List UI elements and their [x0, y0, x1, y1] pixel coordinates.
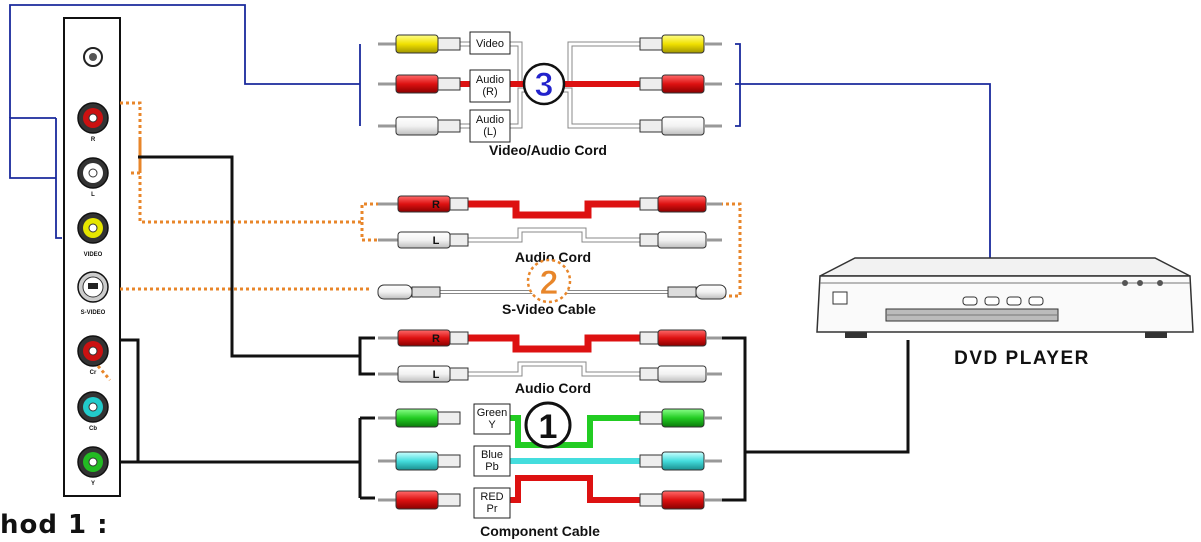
av-input-panel: R L VIDEO S-VIDEO Cr: [63, 17, 121, 497]
plug-audio2-r-left: R: [378, 329, 469, 347]
plug-cyan-right: [639, 451, 722, 471]
wire-blue-method3: [9, 4, 991, 260]
jack-cr: Cr: [77, 335, 109, 376]
plug-red-comp-right: [639, 490, 722, 510]
plug-audio2-l-right: [639, 365, 722, 383]
video-audio-cord-title: Video/Audio Cord: [489, 142, 607, 158]
badge-3: 3: [522, 62, 566, 106]
method-heading: hod 1 :: [0, 510, 109, 540]
badge-2-text: 2: [540, 264, 559, 302]
component-cable-title: Component Cable: [480, 523, 600, 539]
jack-label-l: L: [91, 192, 95, 198]
plug-red-right: [639, 74, 722, 94]
tag-video-text: Video: [476, 38, 504, 50]
jack-label-y: Y: [91, 481, 95, 487]
jack-cb: Cb: [77, 391, 109, 432]
jack-svideo: S-VIDEO: [77, 271, 109, 316]
tag-video: Video: [469, 31, 511, 55]
plug-cyan-left: [378, 451, 461, 471]
plug-yellow-left: [378, 34, 461, 54]
tag-audio-l: Audio(L): [469, 109, 511, 143]
wire-black-method1: [120, 155, 910, 502]
coax-jack: [83, 47, 103, 67]
plug-green-right: [639, 408, 722, 428]
svideo-cable: 2 S-Video Cable: [377, 258, 727, 317]
wire-orange-method2: [96, 101, 742, 381]
audio-cord-top-title: Audio Cord: [515, 249, 591, 265]
plug-audio2-l-label: L: [433, 369, 440, 381]
badge-1-text: 1: [539, 408, 558, 446]
video-audio-cord: Video Audio(R) Audio(L) 3 Video/Audio Co…: [378, 31, 722, 158]
dvd-player-label: DVD PLAYER: [954, 348, 1090, 369]
audio-cord-bottom: R L Audio Cord: [378, 329, 722, 396]
plug-audio-r-right: [639, 195, 722, 213]
audio-cord-bottom-title: Audio Cord: [515, 380, 591, 396]
jack-label-svideo: S-VIDEO: [81, 310, 106, 316]
audio-cord-top: R L Audio Cord: [378, 195, 722, 265]
tag-audio-r: Audio(R): [469, 69, 511, 103]
plug-svideo-right: [667, 284, 727, 300]
jack-audio-l: L: [77, 157, 109, 198]
plug-audio-r-label: R: [432, 199, 440, 211]
plug-audio2-r-right: [639, 329, 722, 347]
plug-audio-l-label: L: [433, 235, 440, 247]
badge-1: 1: [524, 401, 572, 449]
tag-audio-r-text: Audio(R): [476, 74, 504, 98]
plug-svideo-left: [377, 284, 441, 300]
badge-3-text: 3: [535, 66, 554, 104]
plug-audio-l-right: [639, 231, 722, 249]
jack-audio-r: R: [77, 102, 109, 143]
jack-video: VIDEO: [77, 212, 109, 258]
plug-audio2-l-left: L: [378, 365, 469, 383]
plug-audio-l-left: L: [378, 231, 469, 249]
dvd-player: DVD PLAYER: [816, 257, 1194, 369]
svideo-cable-title: S-Video Cable: [502, 301, 596, 317]
plug-audio-r-left: R: [378, 195, 469, 213]
plug-yellow-right: [639, 34, 722, 54]
plug-red-comp-left: [378, 490, 461, 510]
jack-label-cr: Cr: [90, 370, 97, 376]
plug-white-right: [639, 116, 722, 136]
jack-label-video: VIDEO: [84, 252, 103, 258]
plug-red-left: [378, 74, 461, 94]
jack-label-r: R: [91, 137, 96, 143]
tag-audio-l-text: Audio(L): [476, 114, 504, 138]
plug-green-left: [378, 408, 461, 428]
plug-white-left: [378, 116, 461, 136]
jack-y: Y: [77, 446, 109, 487]
badge-2: 2: [526, 258, 572, 304]
jack-label-cb: Cb: [89, 426, 97, 432]
plug-audio2-r-label: R: [432, 333, 440, 345]
